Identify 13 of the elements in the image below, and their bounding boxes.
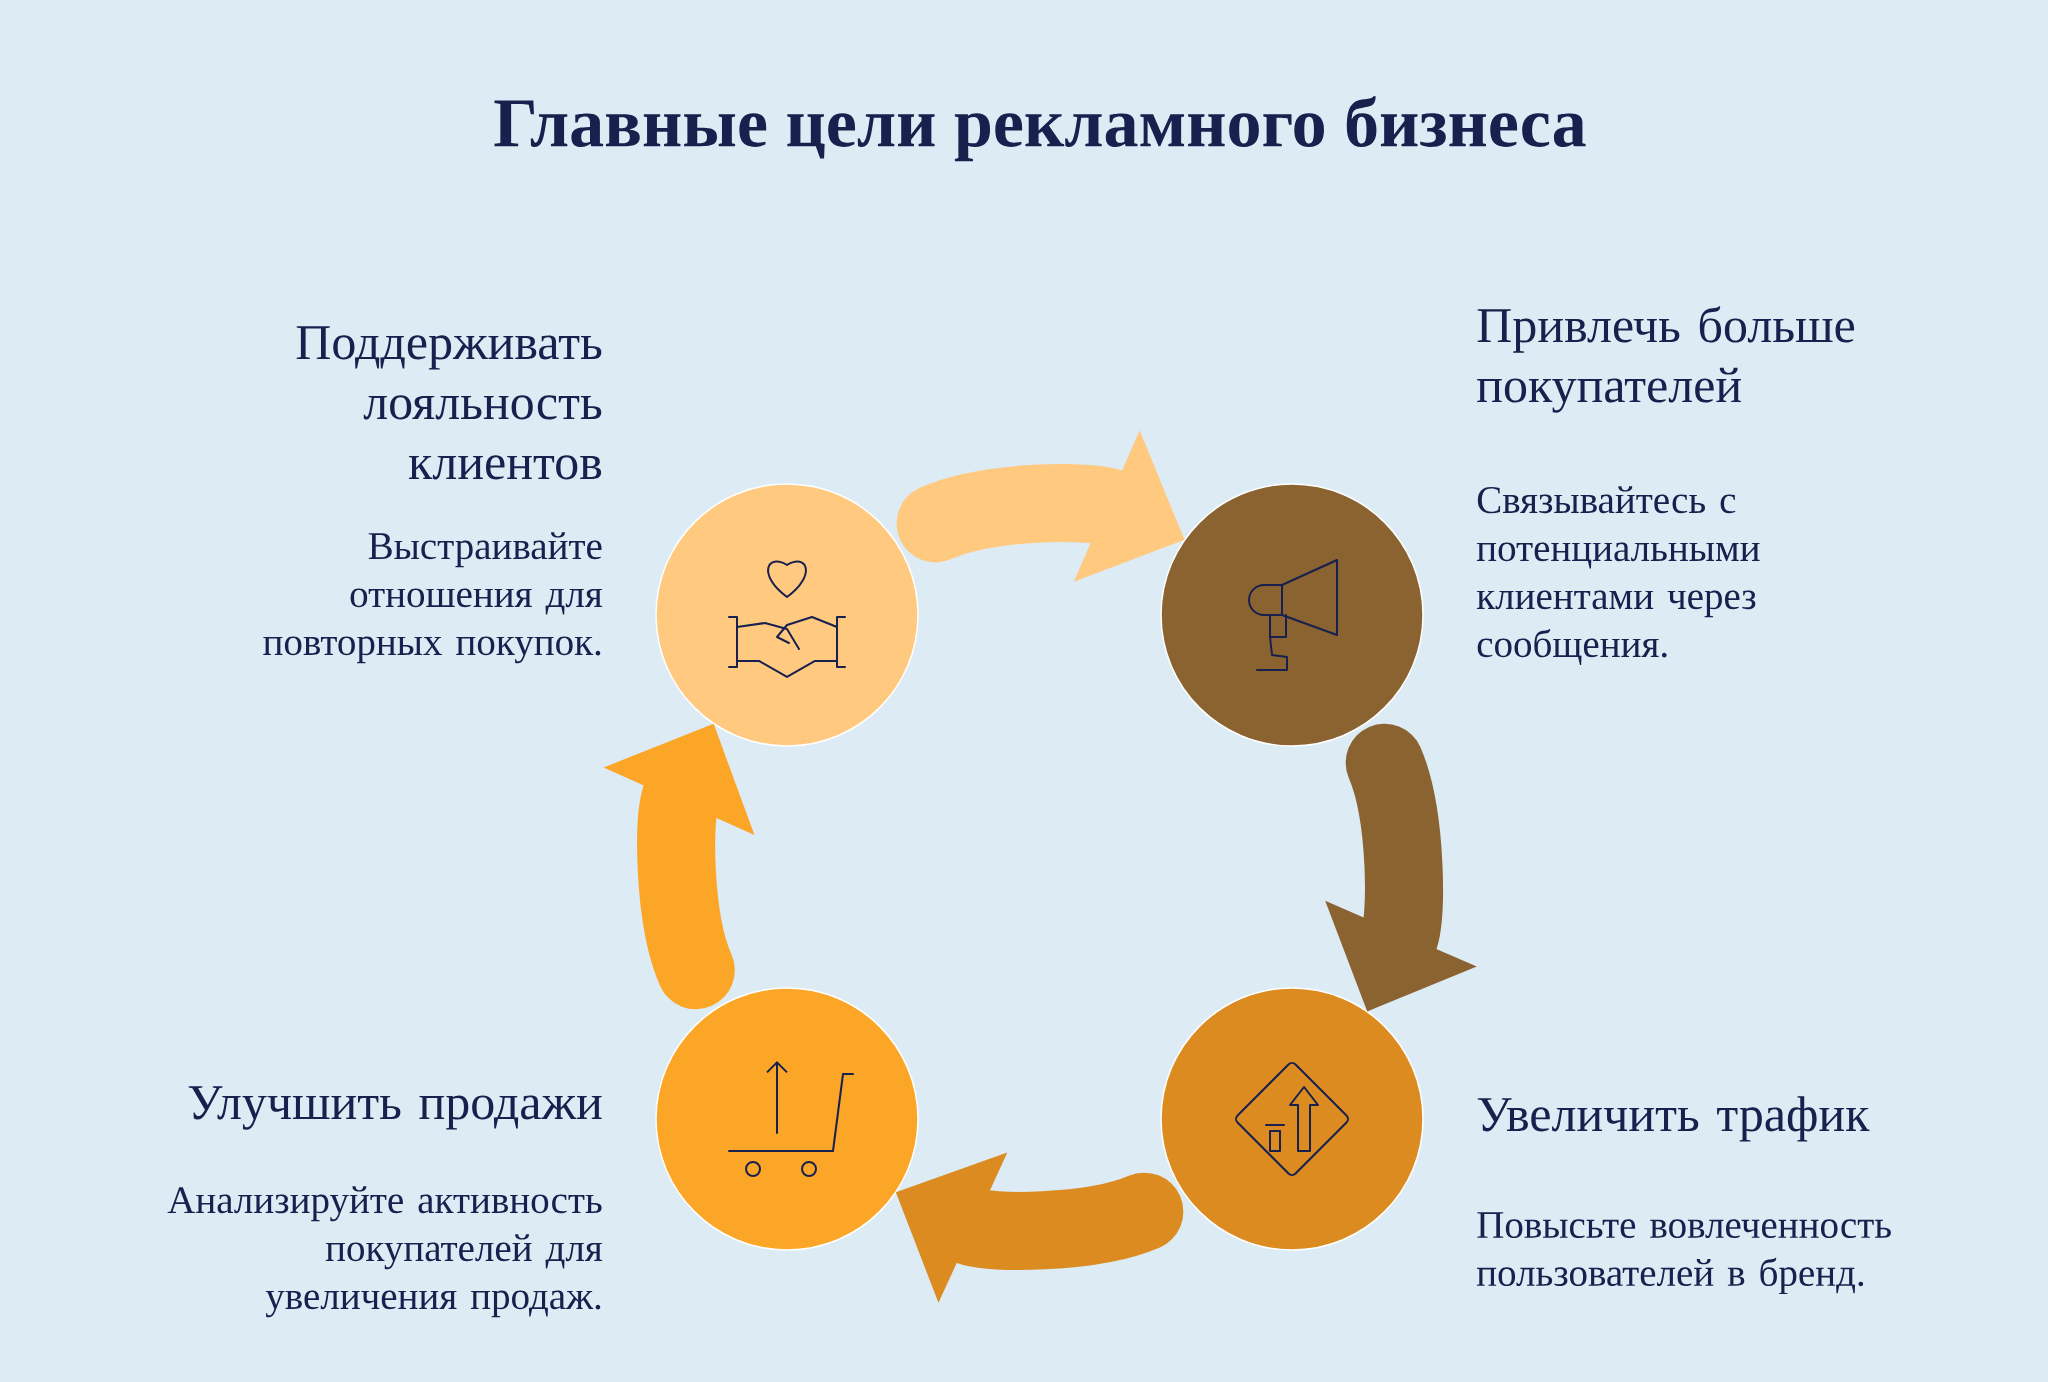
step-heading: Привлечь больше покупателей xyxy=(1477,306,1855,413)
circle xyxy=(1160,987,1424,1251)
step-description: Связывайтесь с потенциальными клиентами через сообщения. xyxy=(1476,486,1760,665)
circle xyxy=(1160,483,1424,747)
circle xyxy=(655,483,919,747)
step-description: Анализируйте активность покупателей для увеличения продаж. xyxy=(167,1186,603,1318)
step-heading: Улучшить продажи xyxy=(188,1086,602,1130)
step-heading: Поддерживать лояльность клиентов xyxy=(296,326,602,480)
title: Главные цели рекламного бизнеса xyxy=(494,96,1586,162)
circle xyxy=(655,987,919,1251)
step-description: Повысьте вовлеченность пользователей в бренд. xyxy=(1476,1212,1891,1295)
step-description: Выстраивайте отношения для повторных покупок. xyxy=(263,532,603,664)
step-heading: Увеличить трафик xyxy=(1477,1096,1870,1142)
